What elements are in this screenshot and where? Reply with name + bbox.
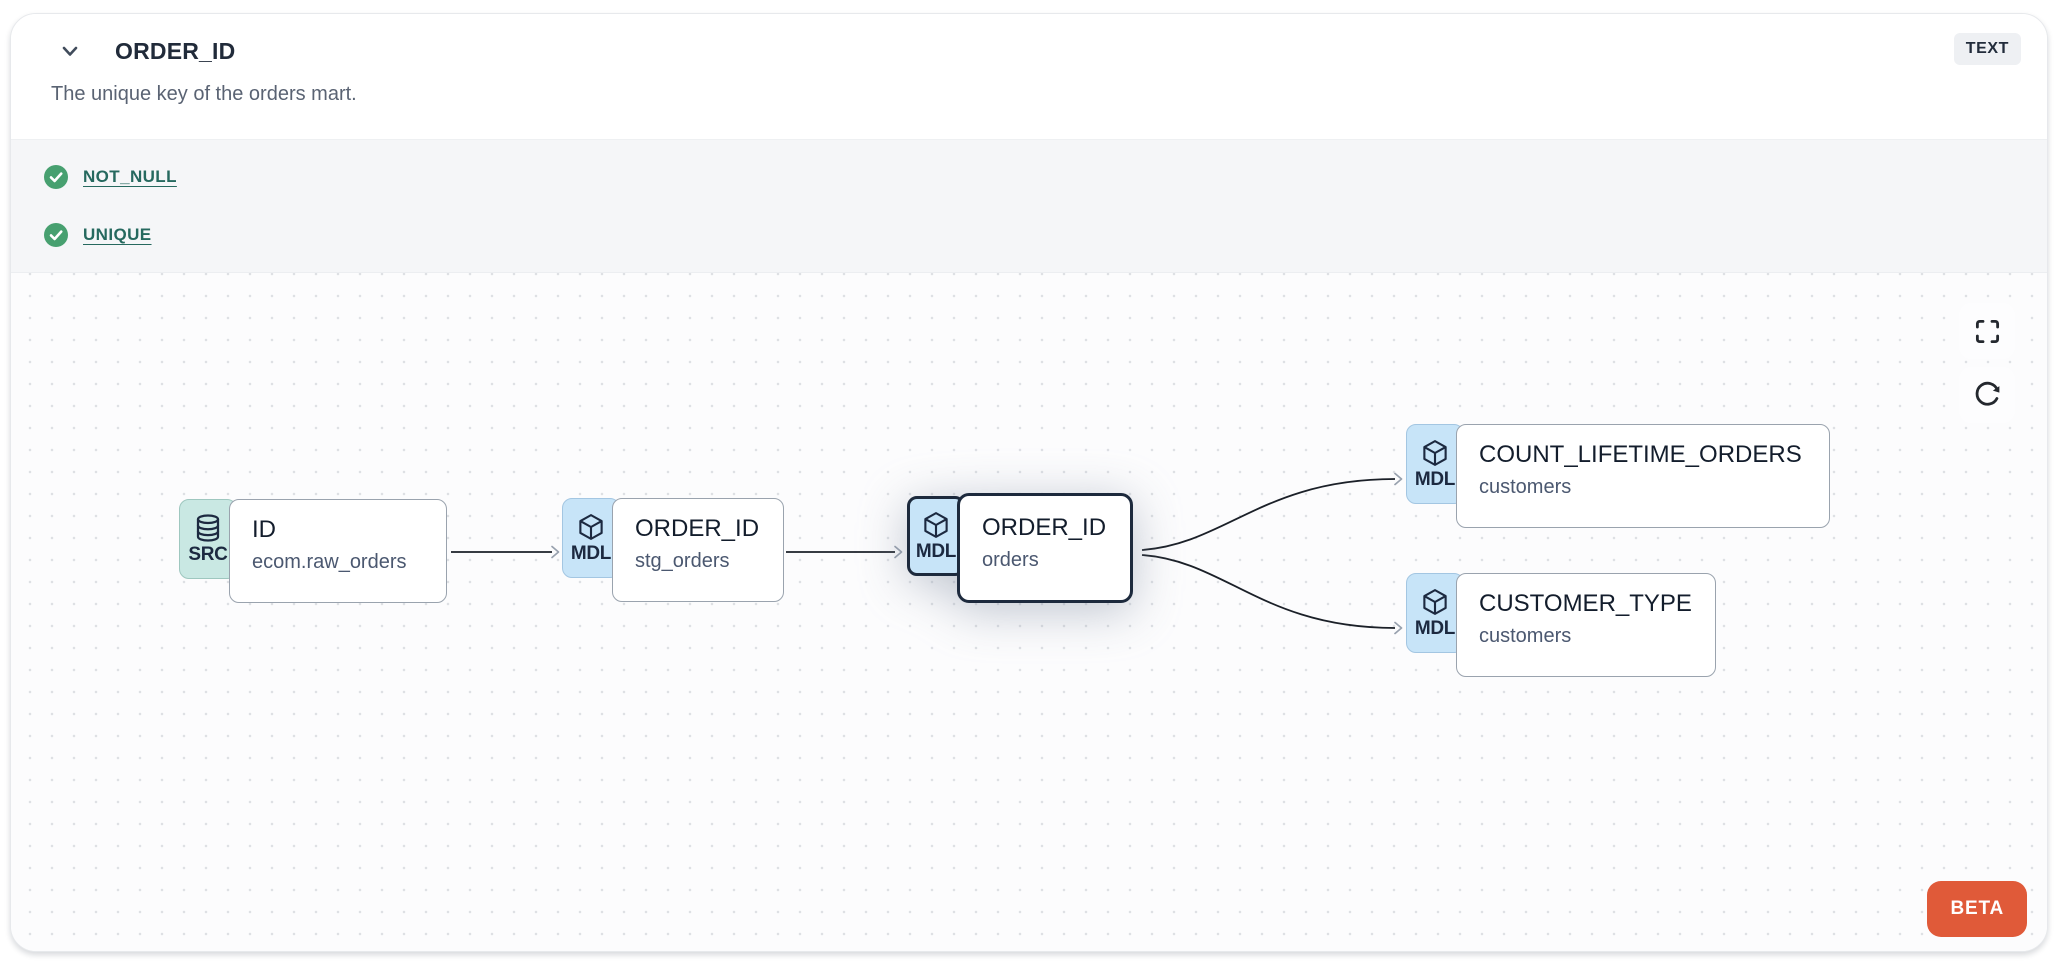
node-badge-label: MDL [1414, 468, 1456, 490]
node-subtitle: stg_orders [635, 550, 730, 572]
header: ORDER_ID TEXT The unique key of the orde… [11, 14, 2047, 139]
node-title: COUNT_LIFETIME_ORDERS [1479, 441, 1802, 468]
type-badge: TEXT [1953, 33, 2021, 65]
lineage-node-source-raw-orders[interactable]: SRC ID ecom.raw_orders [179, 499, 447, 603]
node-title: ORDER_ID [635, 515, 760, 542]
node-subtitle: ecom.raw_orders [252, 551, 407, 573]
node-title: ORDER_ID [982, 514, 1107, 541]
test-link-not-null[interactable]: NOT_NULL [83, 167, 177, 186]
lineage-node-orders-selected[interactable]: MDL ORDER_ID orders [907, 493, 1133, 603]
tests-section: NOT_NULL UNIQUE [11, 139, 2047, 273]
node-type-badge: MDL [1406, 424, 1464, 504]
test-row: UNIQUE [43, 222, 2047, 248]
lineage-edges [451, 472, 1403, 635]
refresh-icon [1975, 381, 2000, 406]
fullscreen-button[interactable] [1959, 303, 2015, 359]
node-badge-label: MDL [570, 542, 612, 564]
cube-icon [1423, 439, 1447, 466]
node-title: CUSTOMER_TYPE [1479, 590, 1692, 617]
lineage-node-customer-type[interactable]: MDL CUSTOMER_TYPE customers [1406, 573, 1716, 677]
lineage-node-count-lifetime-orders[interactable]: MDL COUNT_LIFETIME_ORDERS customers [1406, 424, 1830, 528]
refresh-button[interactable] [1959, 367, 2015, 423]
lineage-canvas[interactable]: SRC ID ecom.raw_orders MDL ORDER_ID stg_… [11, 273, 2047, 951]
beta-badge[interactable]: BETA [1927, 881, 2027, 937]
node-subtitle: customers [1479, 476, 1572, 498]
page-title: ORDER_ID [115, 37, 236, 64]
chevron-down-icon [62, 46, 78, 56]
node-badge-label: MDL [1414, 617, 1456, 639]
check-circle-icon [44, 165, 68, 189]
test-link-unique[interactable]: UNIQUE [83, 225, 152, 244]
column-detail-card: ORDER_ID TEXT The unique key of the orde… [10, 13, 2048, 952]
node-badge-label: SRC [188, 543, 228, 565]
database-icon [196, 513, 220, 542]
check-circle-icon [44, 223, 68, 247]
cube-icon [1423, 588, 1447, 615]
collapse-button[interactable] [55, 36, 85, 66]
node-type-badge: SRC [179, 499, 237, 579]
node-subtitle: orders [982, 549, 1039, 571]
node-badge-label: MDL [915, 540, 957, 562]
test-row: NOT_NULL [43, 164, 2047, 190]
node-subtitle: customers [1479, 625, 1572, 647]
lineage-node-stg-orders[interactable]: MDL ORDER_ID stg_orders [562, 498, 784, 602]
cube-icon [924, 511, 948, 538]
cube-icon [579, 513, 603, 540]
column-description: The unique key of the orders mart. [51, 83, 357, 105]
fullscreen-icon [1975, 319, 1999, 343]
node-title: ID [252, 516, 276, 543]
